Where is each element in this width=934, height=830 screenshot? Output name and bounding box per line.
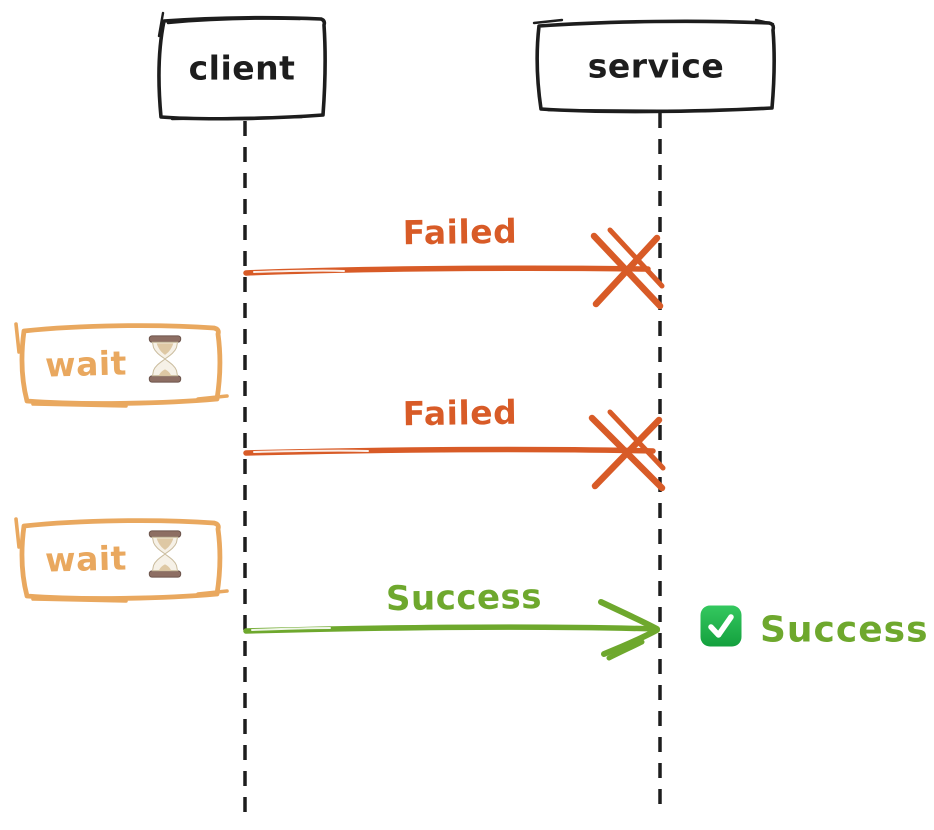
hourglass-icon: [146, 530, 184, 578]
message-label-failed-1: Failed: [402, 211, 518, 253]
hourglass-icon: [146, 335, 184, 383]
check-icon: [699, 604, 743, 648]
failed-message-2-arrow: [243, 409, 666, 492]
actor-box-service: [532, 18, 776, 114]
failed-message-1-arrow: [243, 227, 665, 310]
actor-box-client: [157, 11, 327, 121]
message-label-failed-2: Failed: [402, 392, 518, 434]
actor-label-client: client: [188, 48, 296, 88]
result-label: Success: [760, 609, 929, 651]
wait-label-2: wait: [44, 538, 128, 580]
success-message-arrow: [243, 599, 660, 661]
wait-label-1: wait: [44, 343, 128, 385]
actor-label-service: service: [587, 46, 725, 86]
message-label-success: Success: [385, 576, 543, 620]
